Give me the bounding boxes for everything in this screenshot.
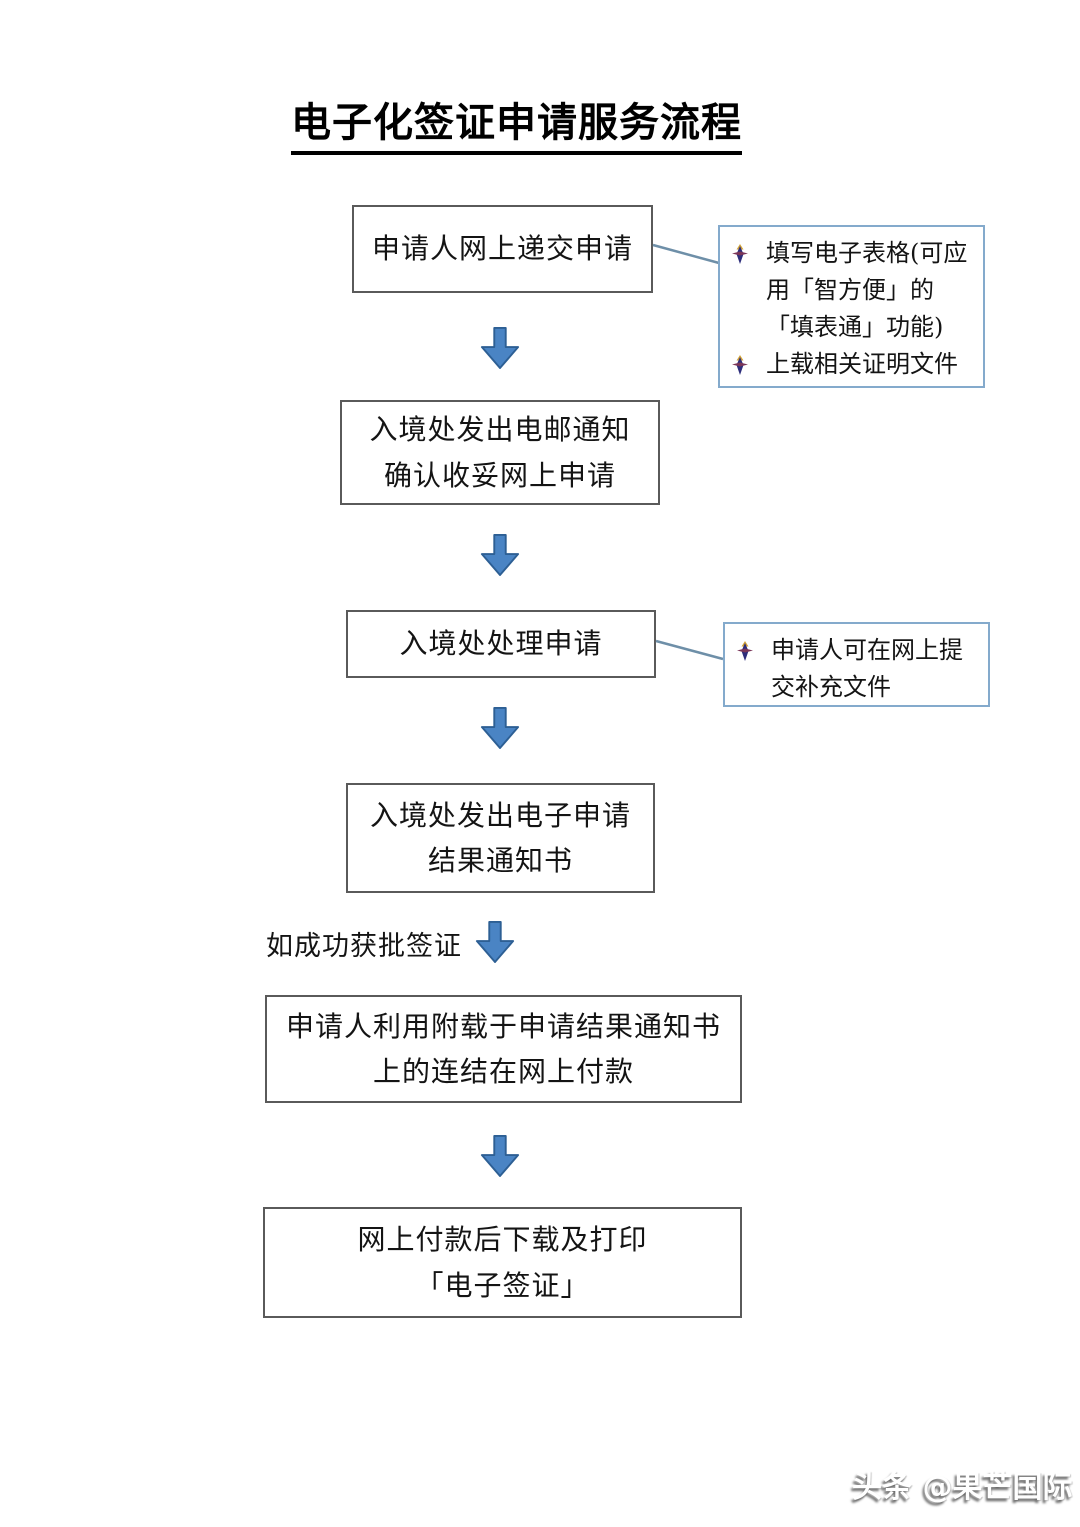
step-box-download-print-evisa: 网上付款后下载及打印 「电子签证」 xyxy=(263,1207,742,1318)
down-block-arrow-icon xyxy=(480,534,520,576)
step-box-submit-application: 申请人网上递交申请 xyxy=(352,205,653,293)
down-block-arrow-icon xyxy=(480,1135,520,1177)
down-block-arrow-icon xyxy=(480,327,520,369)
step-label: 入境处处理申请 xyxy=(399,627,603,661)
note-item: 申请人可在网上提交补充文件 xyxy=(737,632,980,706)
watermark: 头条 @果芒国际 xyxy=(852,1470,1073,1505)
connector-line xyxy=(655,639,724,661)
flowchart-title: 电子化签证申请服务流程 xyxy=(291,90,742,155)
step-box-online-payment: 申请人利用附载于申请结果通知书 上的连结在网上付款 xyxy=(265,995,742,1103)
note-text: 申请人可在网上提交补充文件 xyxy=(771,636,963,701)
step-label: 申请人利用附载于申请结果通知书 上的连结在网上付款 xyxy=(285,1009,721,1088)
note-box-supplementary-documents: 申请人可在网上提交补充文件 xyxy=(723,622,990,707)
step-label: 网上付款后下载及打印 「电子签证」 xyxy=(357,1223,648,1302)
arrow-bullet-icon xyxy=(732,244,748,264)
down-block-arrow-icon xyxy=(480,707,520,749)
connector-line xyxy=(652,243,720,265)
arrow-bullet-icon xyxy=(737,641,753,661)
branch-label: 如成功获批签证 xyxy=(266,931,462,962)
step-label: 入境处发出电子申请 结果通知书 xyxy=(369,798,631,877)
note-item: 上载相关证明文件 xyxy=(732,346,975,383)
step-box-result-notification: 入境处发出电子申请 结果通知书 xyxy=(346,783,655,893)
note-text: 上载相关证明文件 xyxy=(766,350,958,378)
note-item: 填写电子表格(可应用「智方便」的「填表通」功能) xyxy=(732,235,975,346)
step-box-processing: 入境处处理申请 xyxy=(346,610,656,678)
step-label: 入境处发出电邮通知 确认收妥网上申请 xyxy=(369,413,631,492)
arrow-bullet-icon xyxy=(732,355,748,375)
down-block-arrow-icon xyxy=(475,921,515,963)
step-label: 申请人网上递交申请 xyxy=(371,232,633,266)
step-box-email-confirmation: 入境处发出电邮通知 确认收妥网上申请 xyxy=(340,400,660,505)
note-box-online-form: 填写电子表格(可应用「智方便」的「填表通」功能) 上载相关证明文件 xyxy=(718,225,985,388)
note-text: 填写电子表格(可应用「智方便」的「填表通」功能) xyxy=(766,239,968,341)
